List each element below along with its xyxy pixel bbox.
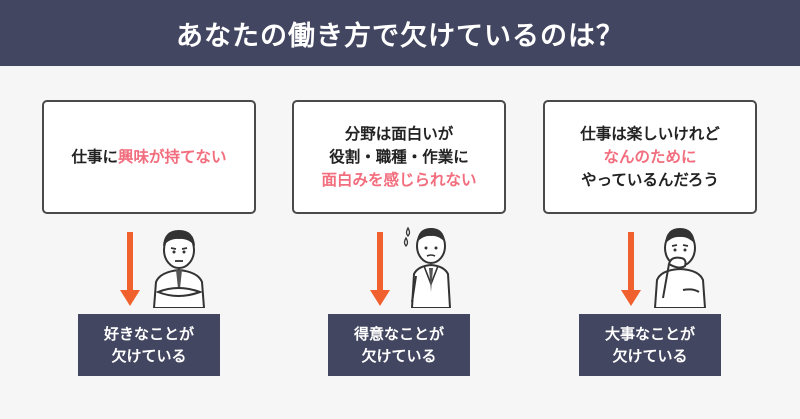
card-line1: 分野は面白いが — [344, 124, 454, 143]
down-arrow-icon — [370, 232, 390, 306]
result-line2: 欠けている — [361, 347, 437, 365]
card-highlight: 面白みを感じられない — [321, 170, 477, 189]
column-purpose: 仕事は楽しいけれど なんのために やっているんだろう 大事なことが 欠けている — [541, 0, 761, 419]
card-line2: 役割・職種・作業に — [329, 147, 469, 166]
card-highlight: なんのために — [603, 147, 697, 166]
result-line1: 得意なことが — [353, 325, 444, 343]
card-text: 仕事に — [71, 147, 118, 166]
result-line2: 欠けている — [111, 347, 187, 365]
card-highlight: 興味が持てない — [118, 147, 227, 166]
page-title: あなたの働き方で欠けているのは？ — [176, 20, 624, 52]
header-banner: あなたの働き方で欠けているのは？ — [0, 0, 800, 66]
card-line1: 仕事は楽しいけれど — [580, 124, 720, 143]
down-arrow-icon — [120, 232, 140, 306]
situation-card: 仕事に興味が持てない — [42, 100, 256, 214]
situation-card: 仕事は楽しいけれど なんのために やっているんだろう — [543, 100, 757, 214]
person-arms-crossed-icon — [152, 230, 206, 308]
result-line2: 欠けている — [612, 347, 688, 365]
card-line3: やっているんだろう — [581, 170, 719, 189]
result-box: 好きなことが 欠けている — [78, 314, 220, 376]
down-arrow-icon — [621, 232, 641, 306]
situation-card: 分野は面白いが 役割・職種・作業に 面白みを感じられない — [292, 100, 506, 214]
result-box: 大事なことが 欠けている — [579, 314, 721, 376]
result-box: 得意なことが 欠けている — [328, 314, 470, 376]
result-line1: 大事なことが — [604, 325, 695, 343]
card-line: 仕事に興味が持てない — [71, 146, 226, 169]
column-interest: 仕事に興味が持てない 好きなことが 欠けている — [40, 0, 260, 419]
person-worried-icon — [653, 228, 707, 308]
column-skill: 分野は面白いが 役割・職種・作業に 面白みを感じられない 得意なことが 欠けてい… — [290, 0, 510, 419]
person-sweating-icon — [403, 226, 452, 308]
result-line1: 好きなことが — [103, 325, 194, 343]
